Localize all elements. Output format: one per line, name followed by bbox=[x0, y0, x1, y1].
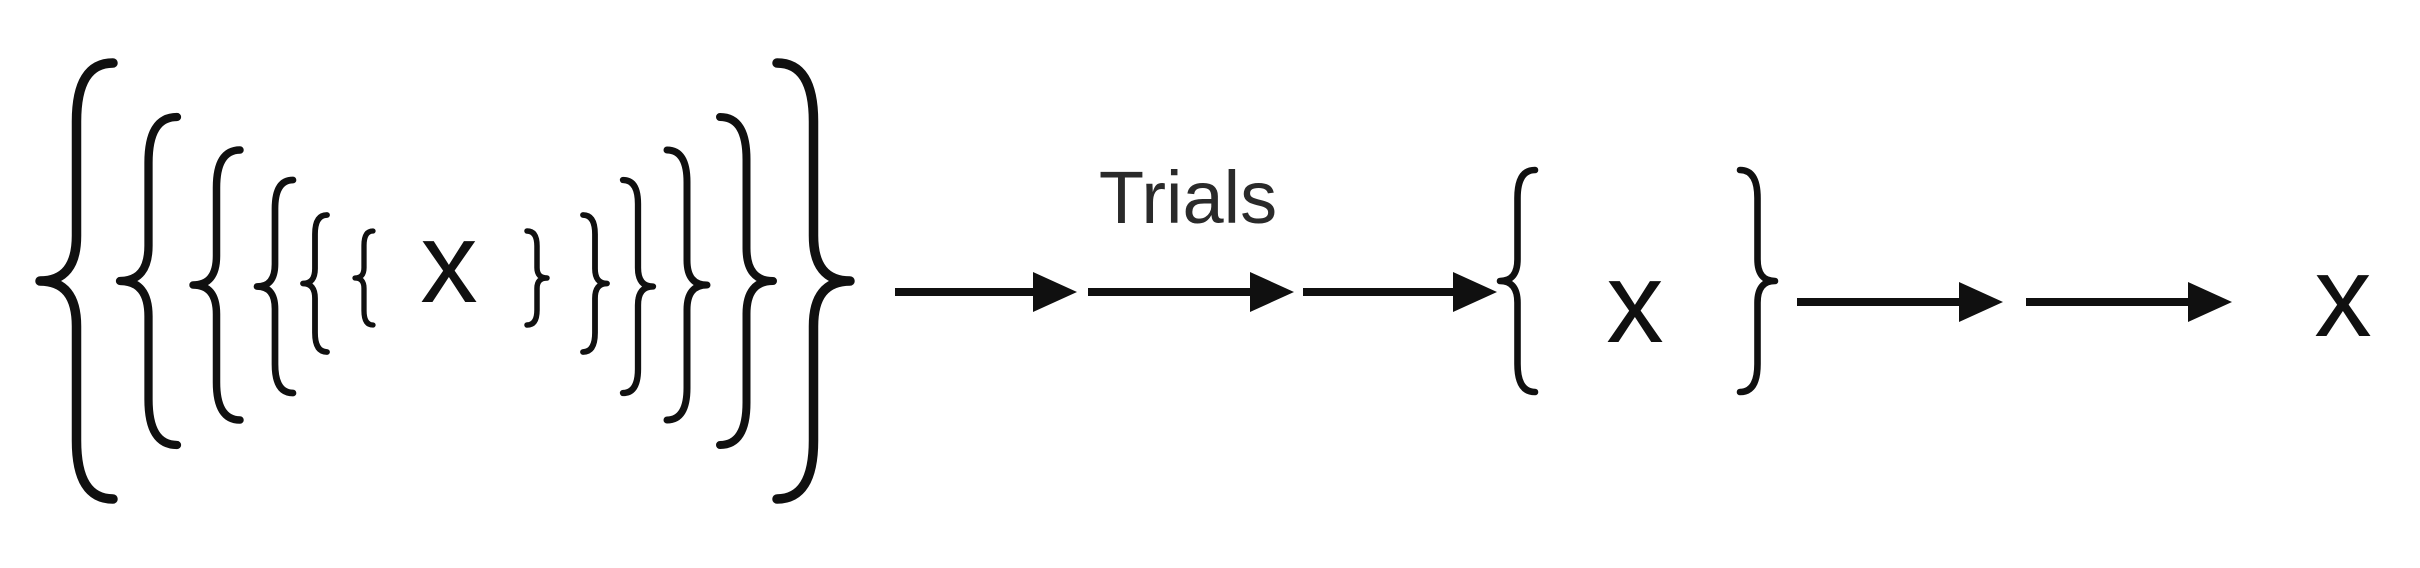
nested-close-brace-1 bbox=[772, 58, 855, 504]
arrowhead-icon bbox=[1033, 272, 1077, 312]
nested-open-brace-1 bbox=[35, 58, 118, 504]
nested-open-brace-2 bbox=[115, 112, 182, 450]
arrowhead-icon bbox=[2188, 282, 2232, 322]
trials-label: Trials bbox=[1098, 156, 1278, 239]
trials-arrow-2 bbox=[1088, 272, 1294, 312]
singleton-open-brace bbox=[1496, 166, 1539, 396]
singleton-set-element-x: x bbox=[1606, 239, 1664, 367]
nested-open-brace-4 bbox=[253, 176, 297, 397]
nested-open-brace-3 bbox=[189, 146, 244, 424]
nested-open-brace-6 bbox=[352, 228, 376, 328]
nested-close-brace-5 bbox=[580, 212, 610, 355]
arrowhead-icon bbox=[1959, 282, 2003, 322]
result-arrow-2 bbox=[2026, 282, 2232, 322]
nested-close-brace-4 bbox=[619, 176, 657, 397]
result-arrow-1 bbox=[1797, 282, 2003, 322]
trials-arrow-1 bbox=[895, 272, 1077, 312]
nested-close-brace-3 bbox=[663, 146, 711, 424]
nested-set-element-x: x bbox=[420, 199, 478, 327]
singleton-close-brace bbox=[1736, 166, 1779, 396]
nested-close-brace-2 bbox=[716, 113, 777, 449]
nested-close-brace-6 bbox=[524, 228, 550, 328]
nested-open-brace-5 bbox=[300, 212, 330, 355]
trials-arrow-3 bbox=[1303, 272, 1497, 312]
arrowhead-icon bbox=[1453, 272, 1497, 312]
arrowhead-icon bbox=[1250, 272, 1294, 312]
final-element-x: x bbox=[2314, 233, 2372, 361]
